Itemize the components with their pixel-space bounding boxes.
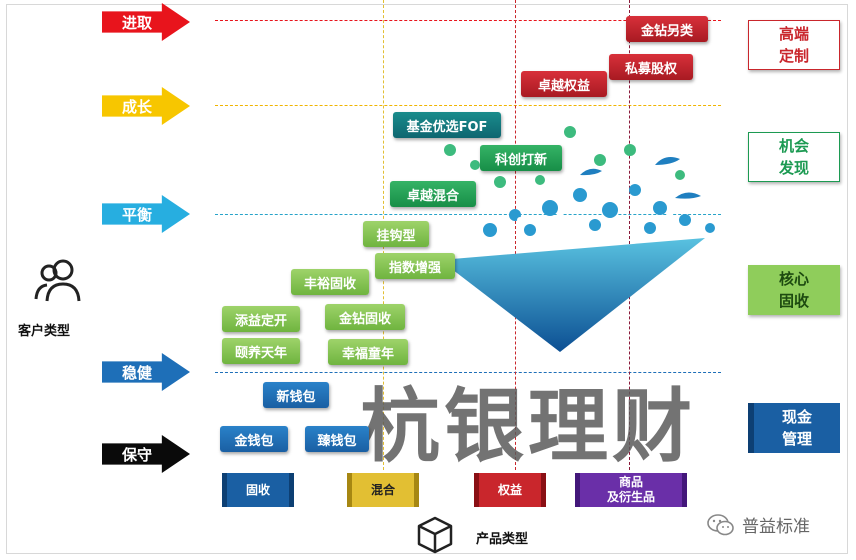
product-private-equity: 私募股权 <box>609 54 693 80</box>
triangle-decoration <box>440 126 715 352</box>
product-linked: 挂钩型 <box>363 221 429 247</box>
product-gold-wallet: 金钱包 <box>220 426 288 452</box>
category-core-fixed-income: 核心 固收 <box>748 265 840 315</box>
product-category-commodity-derivatives: 商品 及衍生品 <box>575 473 687 507</box>
wechat-account-name: 普益标准 <box>742 517 810 537</box>
guide-line-commodity <box>629 0 630 470</box>
wechat-icon <box>707 514 734 536</box>
product-index-enhanced: 指数增强 <box>375 253 455 279</box>
product-category-equity: 权益 <box>474 473 546 507</box>
product-zhuoyue-mixed: 卓越混合 <box>390 181 476 207</box>
product-tianyi-open: 添益定开 <box>222 306 300 332</box>
diagram-frame <box>6 4 848 554</box>
product-category-mixed: 混合 <box>347 473 419 507</box>
product-zhen-wallet: 臻钱包 <box>305 426 369 452</box>
guide-line-growth <box>215 105 721 106</box>
category-cash-management: 现金 管理 <box>748 403 840 453</box>
guide-line-steady <box>215 372 721 373</box>
watermark-text: 杭银理财 <box>360 380 696 473</box>
product-xingfu-tongnian: 幸福童年 <box>328 339 408 365</box>
product-type-label: 产品类型 <box>476 532 529 547</box>
product-new-wallet: 新钱包 <box>263 382 329 408</box>
guide-line-equity <box>515 0 516 470</box>
product-category-fixed-income: 固收 <box>222 473 294 507</box>
product-star-ipo: 科创打新 <box>480 145 562 171</box>
product-fund-select-fof: 基金优选FOF <box>393 112 501 138</box>
customer-group-icon <box>34 259 81 302</box>
product-jinzuan-fixed-income: 金钻固收 <box>325 304 405 330</box>
product-yiyang-tiannian: 颐养天年 <box>222 338 300 364</box>
product-jinzuan-alternative: 金钻另类 <box>626 16 708 42</box>
category-high-end-custom: 高端 定制 <box>748 20 840 70</box>
guide-line-aggressive <box>215 20 721 21</box>
guide-line-balanced <box>215 214 721 215</box>
product-fengyu-fixed-income: 丰裕固收 <box>291 269 369 295</box>
category-opportunity: 机会 发现 <box>748 132 840 182</box>
customer-type-label: 客户类型 <box>18 324 71 339</box>
product-box-icon <box>417 516 453 554</box>
product-zhuoyue-equity: 卓越权益 <box>521 71 607 97</box>
